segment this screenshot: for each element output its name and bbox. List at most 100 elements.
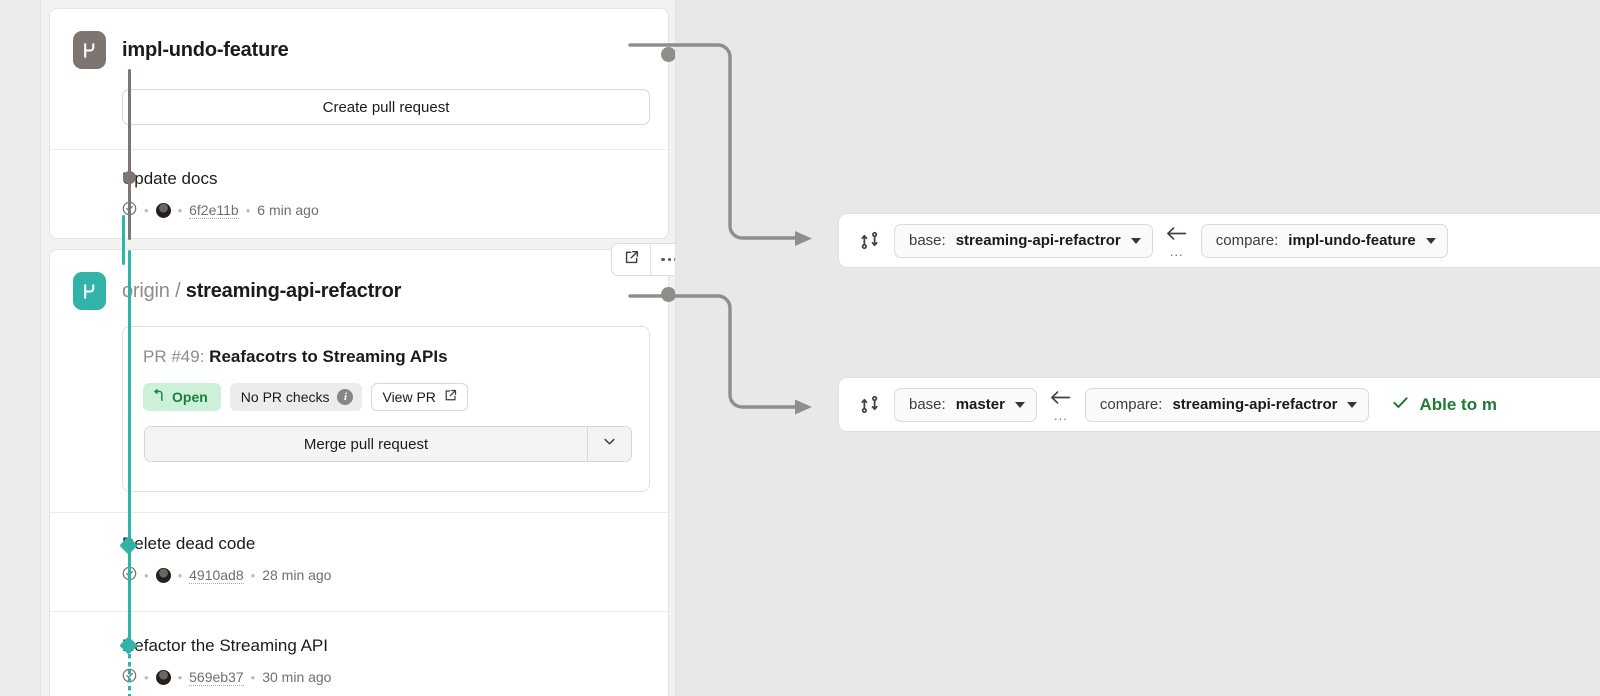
open-external-button[interactable] [612,244,650,275]
compare-branch-value: impl-undo-feature [1288,232,1416,249]
branch-card-streaming-api-refactror[interactable]: origin / streaming-api-refactror PR #49:… [49,249,675,696]
pull-request-box: PR #49: Reafacotrs to Streaming APIs [122,326,650,492]
card-divider [50,611,668,612]
card-divider [50,512,668,513]
meta-separator: • [177,567,183,583]
base-branch-value: master [955,396,1005,413]
more-options-button[interactable] [650,244,675,275]
commit-row[interactable]: Update docs • • 6f2e11b • 6 min ago [50,161,668,239]
commit-message: Update docs [122,169,218,188]
merge-status: Able to m [1391,393,1497,417]
left-gutter [0,0,40,696]
more-horizontal-icon [661,257,675,262]
status-badge: Open [143,383,221,411]
branch-card-toolbar[interactable] [611,243,675,276]
external-link-icon [444,389,457,405]
commit-time: 30 min ago [262,669,332,685]
branch-name: impl-undo-feature [122,39,289,62]
meta-separator: • [177,669,183,685]
base-branch-value: streaming-api-refactror [955,232,1121,249]
compare-branch-select[interactable]: compare: streaming-api-refactror [1084,387,1370,422]
branch-name: origin / streaming-api-refactror [122,280,401,303]
base-branch-select[interactable]: base: master [894,387,1037,422]
check-icon [1391,393,1410,417]
timeline-rail [128,552,131,640]
avatar [155,669,171,685]
avatar [155,202,171,218]
compare-direction: ... [1153,225,1201,258]
arrow-left-icon [1049,389,1072,411]
branch-name-text: impl-undo-feature [122,39,289,61]
commit-row[interactable]: Delete dead code • • 4910ad8 • 28 min ag… [50,524,668,610]
branch-remote: origin [122,280,170,302]
commit-time: 6 min ago [257,202,319,218]
status-badge-label: Open [172,389,208,405]
caret-down-icon [1347,401,1358,408]
merge-options-button[interactable] [587,427,631,461]
merge-button-group[interactable]: Merge pull request [144,426,632,462]
meta-separator: • [250,669,256,685]
timeline-rail-dotted [128,654,131,696]
commit-sha[interactable]: 569eb37 [189,668,244,686]
timeline-rail [122,215,125,265]
commit-message: Delete dead code [122,534,256,553]
compare-branch-value: streaming-api-refactror [1172,396,1338,413]
compare-canvas [676,0,1600,696]
caret-down-icon [1130,237,1141,244]
pull-request-badges: Open No PR checks i View PR [143,383,468,411]
commit-row[interactable]: Refactor the Streaming API • • 569eb37 •… [50,624,668,696]
chevron-down-icon [602,434,617,454]
meta-separator: • [250,567,256,583]
commit-sha[interactable]: 6f2e11b [189,201,239,219]
compare-direction: ... [1037,389,1085,423]
timeline-rail [128,250,131,540]
branch-separator: / [175,280,181,302]
pull-request-number: PR #49: [143,347,205,366]
pull-request-icon [152,389,165,405]
external-link-icon [624,250,639,270]
pull-request-title-text: Reafacotrs to Streaming APIs [209,347,448,366]
meta-separator: • [144,567,149,583]
commit-meta: • • 569eb37 • 30 min ago [122,668,331,686]
meta-separator: • [177,202,183,218]
compare-prefix: compare: [1215,232,1279,249]
merge-pull-request-button[interactable]: Merge pull request [303,435,429,453]
base-prefix: base: [909,396,946,413]
base-prefix: base: [909,232,946,249]
pr-checks-badge[interactable]: No PR checks i [229,383,363,411]
branch-name-text: streaming-api-refactror [185,280,402,302]
pull-request-title: PR #49: Reafacotrs to Streaming APIs [143,347,448,367]
view-pr-label: View PR [382,389,436,405]
branch-connector-node [661,287,675,302]
pr-checks-label: No PR checks [240,389,330,405]
info-icon[interactable]: i [337,389,354,405]
commit-meta: • • 4910ad8 • 28 min ago [122,566,331,584]
git-compare-icon [859,394,880,415]
view-pr-button[interactable]: View PR [371,383,468,411]
compare-prefix: compare: [1099,396,1163,413]
commit-meta: • • 6f2e11b • 6 min ago [122,201,319,219]
branches-panel[interactable]: impl-undo-feature Create pull request Up… [40,0,676,696]
git-branch-icon [73,272,106,310]
compare-bar-impl-undo-feature[interactable]: base: streaming-api-refactror ... compar… [838,213,1600,268]
timeline-rail [128,183,131,240]
meta-separator: • [144,669,149,685]
create-pull-request-button[interactable]: Create pull request [122,89,650,125]
branch-card-impl-undo-feature[interactable]: impl-undo-feature Create pull request Up… [49,8,675,240]
timeline-commit-node [123,171,136,184]
commit-message: Refactor the Streaming API [122,636,328,655]
git-compare-icon [859,230,880,251]
timeline-rail [128,69,131,182]
base-branch-select[interactable]: base: streaming-api-refactror [894,223,1153,258]
compare-ellipsis: ... [1053,408,1068,423]
compare-branch-select[interactable]: compare: impl-undo-feature [1200,223,1448,258]
branch-header: impl-undo-feature [50,9,675,99]
compare-bar-streaming-api-refactror[interactable]: base: master ... compare: streaming-api-… [838,377,1600,432]
git-branch-icon [73,31,106,69]
caret-down-icon [1425,237,1436,244]
merge-status-label: Able to m [1419,394,1497,414]
commit-sha[interactable]: 4910ad8 [189,566,244,584]
branch-connector-node [661,47,675,62]
card-divider [50,149,668,150]
